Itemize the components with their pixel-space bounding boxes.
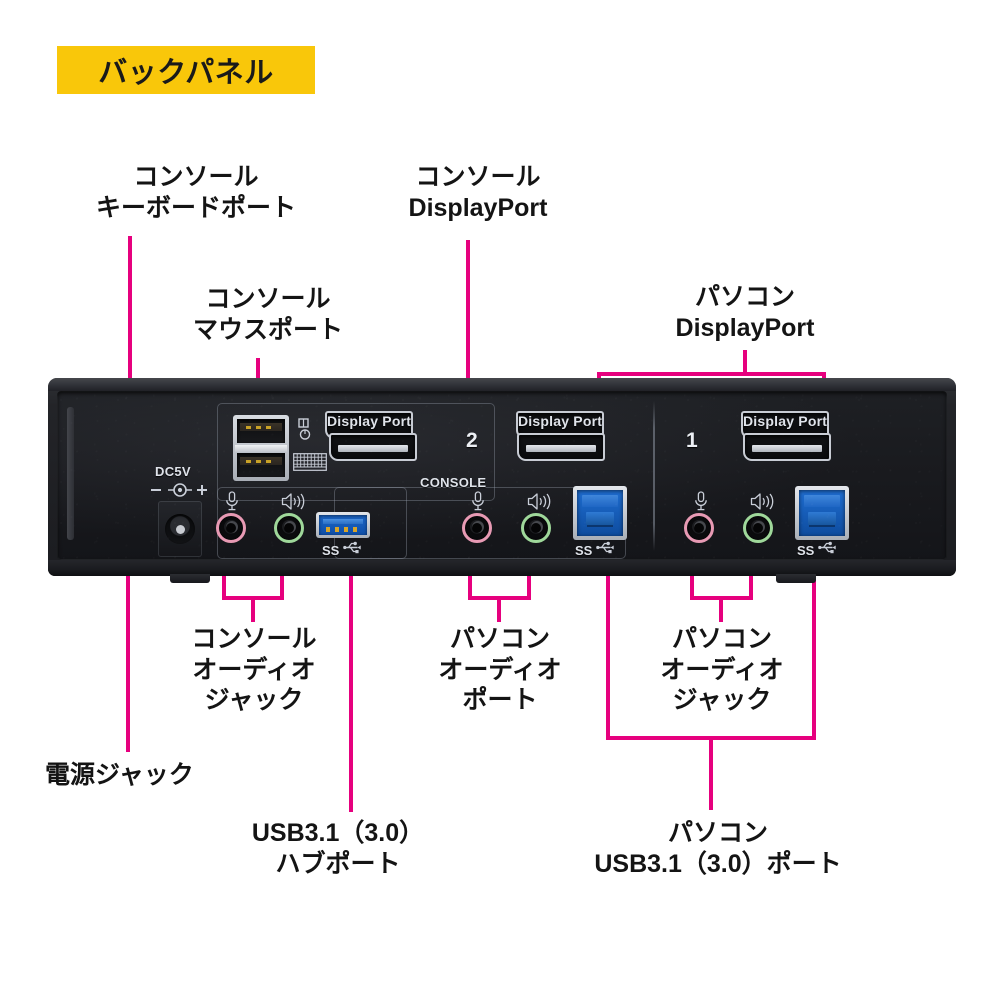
leader-line-console-displayport bbox=[466, 240, 470, 443]
console-displayport-connector[interactable] bbox=[329, 433, 417, 461]
port1-usb31-type-b-port[interactable] bbox=[795, 486, 849, 540]
microphone-icon-console bbox=[226, 491, 238, 511]
port2-group-outline bbox=[334, 487, 626, 559]
port2-displayport-connector[interactable] bbox=[517, 433, 605, 461]
callout-label-usb-hub-port: USB3.1（3.0） ハブポート bbox=[251, 819, 425, 878]
leader-line-pc-usb-right bbox=[812, 524, 816, 740]
console-silk-label: CONSOLE bbox=[420, 475, 487, 490]
callout-label-console-keyboard-port: コンソール キーボードポート bbox=[95, 163, 297, 222]
microphone-icon-port1 bbox=[695, 491, 707, 511]
section-title-badge: バックパネル bbox=[57, 46, 315, 94]
leader-line-console-keyboard-port bbox=[128, 236, 132, 468]
console-displayport-label: Display Port bbox=[325, 411, 413, 439]
leader-line-pc-audio-jack-stem bbox=[719, 596, 723, 622]
chassis-top-lip bbox=[48, 378, 956, 391]
port2-speaker-jack[interactable] bbox=[521, 513, 551, 543]
callout-label-pc-audio-jack: パソコン オーディオ ジャック bbox=[660, 625, 784, 714]
callout-label-pc-displayport: パソコン DisplayPort bbox=[675, 283, 815, 342]
speaker-icon-port2 bbox=[527, 493, 551, 510]
leader-line-pc-usb-stem bbox=[709, 736, 713, 810]
callout-label-pc-audio-port: パソコン オーディオ ポート bbox=[438, 625, 562, 714]
leader-line-pc-displayport-bar bbox=[597, 372, 826, 376]
usb-superspeed-label-port1: SS bbox=[797, 543, 815, 558]
usb-superspeed-label-hub: SS bbox=[322, 543, 340, 558]
speaker-icon-console bbox=[281, 493, 305, 510]
port1-speaker-jack[interactable] bbox=[743, 513, 773, 543]
leader-line-usb-hub-port bbox=[349, 524, 353, 812]
usb-superspeed-icon-hub bbox=[343, 541, 361, 554]
port2-microphone-jack[interactable] bbox=[462, 513, 492, 543]
callout-label-console-displayport: コンソール DisplayPort bbox=[408, 163, 548, 222]
port1-displayport-connector[interactable] bbox=[743, 433, 831, 461]
callout-label-console-mouse-port: コンソール マウスポート bbox=[192, 285, 344, 344]
chassis-mounting-foot-right bbox=[776, 574, 816, 583]
console-mouse-usb-port[interactable] bbox=[237, 419, 285, 443]
leader-line-console-audio-stem bbox=[251, 596, 255, 622]
mouse-icon bbox=[298, 418, 311, 440]
leader-line-pc-audio-port-stem bbox=[497, 596, 501, 622]
usb-port-separator bbox=[235, 445, 287, 452]
section-title-text: バックパネル bbox=[98, 57, 274, 89]
console-microphone-jack[interactable] bbox=[216, 513, 246, 543]
usb-superspeed-icon-port2 bbox=[596, 541, 614, 554]
port1-microphone-jack[interactable] bbox=[684, 513, 714, 543]
port2-usb31-type-b-port[interactable] bbox=[573, 486, 627, 540]
leader-line-pc-usb-left bbox=[606, 524, 610, 740]
leader-line-power-jack-v bbox=[126, 512, 130, 752]
console-speaker-jack[interactable] bbox=[274, 513, 304, 543]
port1-displayport-label: Display Port bbox=[741, 411, 829, 439]
console-group-outline bbox=[217, 403, 495, 501]
leader-line-pc-displayport-stem bbox=[743, 350, 747, 374]
chassis-left-bevel bbox=[67, 407, 74, 540]
chassis-bottom-rail bbox=[48, 560, 956, 576]
dc5v-label: DC5V bbox=[155, 464, 191, 479]
port-number-1: 1 bbox=[686, 429, 698, 452]
usb-superspeed-label-port2: SS bbox=[575, 543, 593, 558]
usb31-hub-port[interactable] bbox=[316, 512, 370, 538]
hub-group-outline bbox=[217, 487, 407, 559]
console-keyboard-usb-port[interactable] bbox=[237, 453, 285, 477]
speaker-icon-port1 bbox=[750, 493, 774, 510]
callout-label-pc-usb-port: パソコン USB3.1（3.0）ポート bbox=[594, 819, 842, 878]
chassis-face: DC5V bbox=[57, 391, 947, 560]
dc-polarity-icon bbox=[151, 483, 207, 497]
port2-displayport-label: Display Port bbox=[516, 411, 604, 439]
port-block-divider bbox=[653, 401, 655, 551]
keyboard-icon bbox=[293, 453, 327, 471]
usb-superspeed-icon-port1 bbox=[818, 541, 836, 554]
console-usb-keyboard-mouse-ports[interactable] bbox=[233, 415, 289, 481]
chassis-mounting-foot-left bbox=[170, 574, 210, 583]
port-number-2: 2 bbox=[466, 429, 478, 452]
microphone-icon-port2 bbox=[472, 491, 484, 511]
callout-label-console-audio-jack: コンソール オーディオ ジャック bbox=[191, 625, 317, 714]
callout-label-power-jack: 電源ジャック bbox=[45, 761, 194, 789]
kvm-switch-back-panel: DC5V bbox=[48, 378, 956, 583]
dc-power-jack[interactable] bbox=[158, 501, 202, 557]
